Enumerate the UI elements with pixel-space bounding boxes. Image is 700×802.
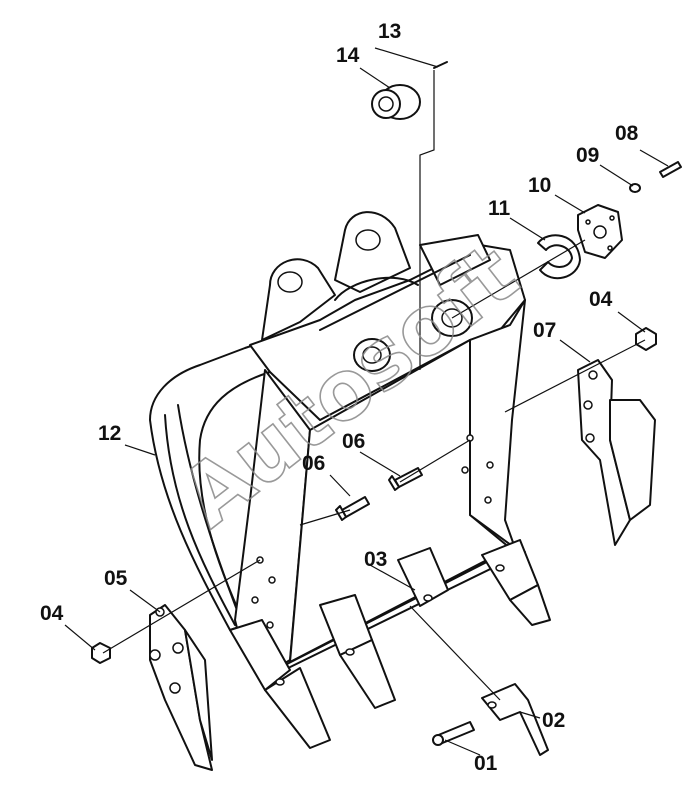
tooth-tip-02 bbox=[481, 683, 549, 756]
callout-08: 08 bbox=[615, 122, 639, 145]
tooth-4 bbox=[481, 539, 551, 626]
side-cutter-05 bbox=[149, 604, 213, 771]
callout-10: 10 bbox=[528, 174, 551, 197]
callout-02: 02 bbox=[542, 709, 565, 732]
shim-11 bbox=[537, 234, 581, 280]
bolt-hole bbox=[461, 466, 469, 474]
callout-07: 07 bbox=[533, 319, 556, 342]
callout-03: 03 bbox=[364, 548, 387, 571]
callout-06-lower: 06 bbox=[302, 452, 325, 475]
side-cutter-07 bbox=[577, 359, 656, 546]
bushing-14 bbox=[371, 84, 421, 120]
callout-04-left: 04 bbox=[40, 602, 64, 625]
nut-04-left bbox=[91, 642, 111, 664]
bolt-hole bbox=[484, 496, 492, 504]
tooth-1 bbox=[229, 619, 331, 749]
left-ear-hole bbox=[277, 271, 303, 293]
callout-11: 11 bbox=[488, 197, 511, 220]
leader-lines bbox=[64, 47, 669, 756]
bucket-teeth bbox=[229, 539, 551, 749]
callout-01: 01 bbox=[474, 752, 498, 775]
bucket-shell bbox=[149, 329, 331, 631]
callout-05: 05 bbox=[104, 567, 128, 590]
callout-13: 13 bbox=[378, 20, 401, 43]
bolt-08 bbox=[659, 161, 682, 178]
retainer-plate-10 bbox=[577, 204, 623, 259]
bolt-hole bbox=[268, 576, 276, 584]
callout-12: 12 bbox=[98, 422, 121, 445]
bolt-hole bbox=[251, 596, 259, 604]
callout-06-upper: 06 bbox=[342, 430, 365, 453]
callout-14: 14 bbox=[336, 44, 360, 67]
pin-13 bbox=[433, 61, 448, 69]
nut-04-right bbox=[635, 327, 657, 351]
bolt-hole bbox=[266, 621, 274, 629]
right-side-plate bbox=[469, 299, 526, 549]
bucket-body bbox=[149, 244, 526, 673]
callout-09: 09 bbox=[576, 144, 599, 167]
bolt-hole bbox=[466, 434, 474, 442]
right-ear-hole bbox=[355, 229, 381, 251]
mounting-ears bbox=[261, 211, 491, 372]
tooth-3 bbox=[397, 547, 449, 607]
bucket-back-plate bbox=[249, 244, 526, 421]
tooth-2 bbox=[319, 594, 396, 709]
callout-04-right: 04 bbox=[589, 288, 613, 311]
bolt-hole bbox=[486, 461, 494, 469]
top-link-plate bbox=[419, 234, 491, 286]
right-ear bbox=[334, 211, 411, 293]
bucket-bottom bbox=[289, 339, 511, 663]
callout-labels: 13 14 08 09 10 11 04 07 12 06 06 03 05 0… bbox=[40, 20, 639, 775]
exploded-tooth bbox=[432, 683, 549, 756]
